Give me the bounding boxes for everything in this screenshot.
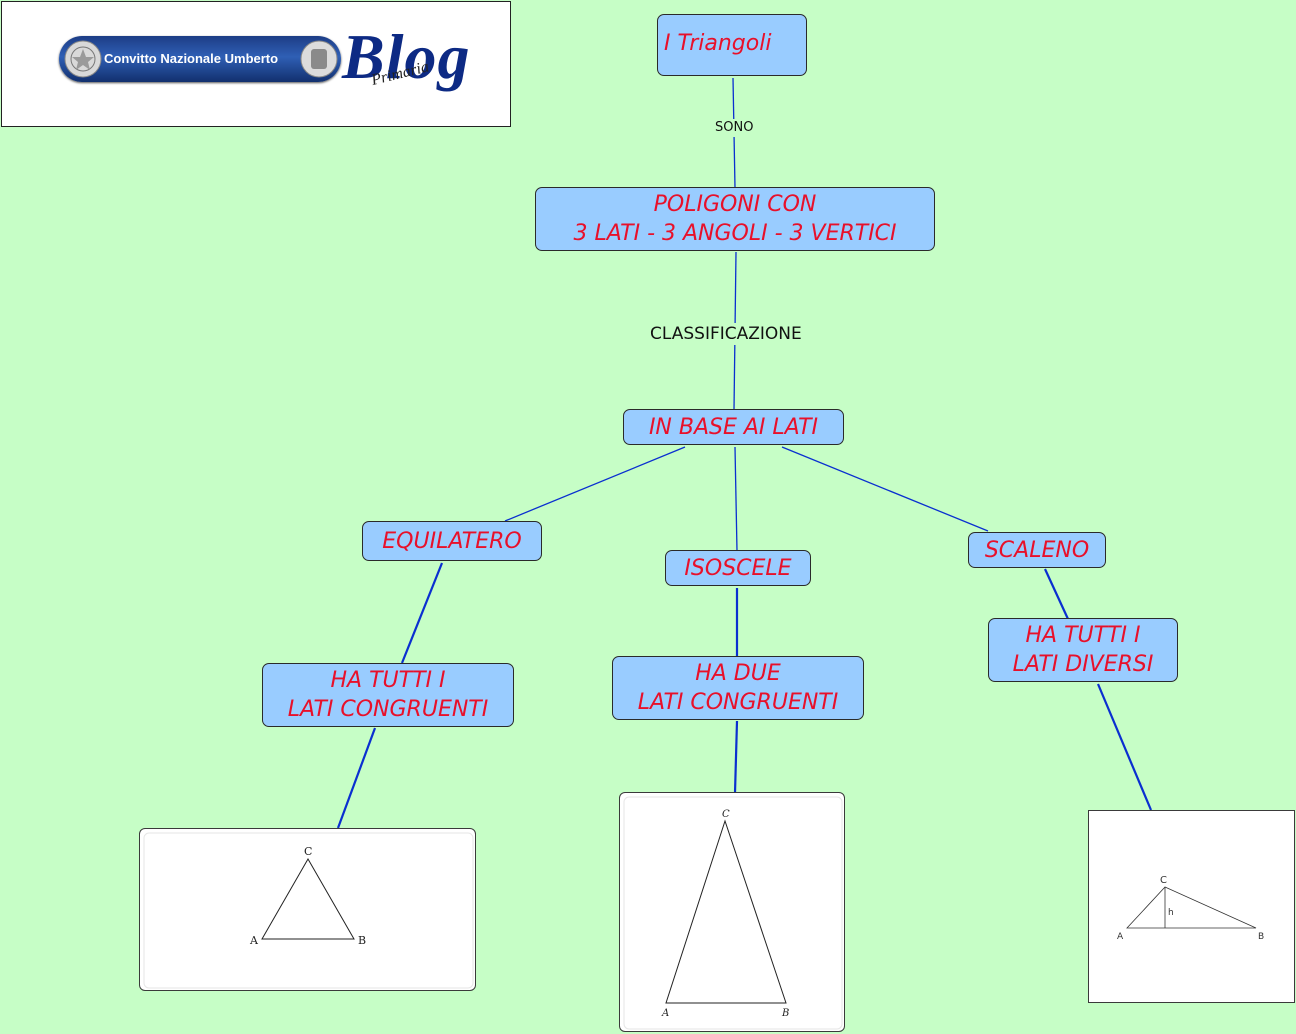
node-isosceles-desc[interactable]: HA DUE LATI CONGRUENTI bbox=[612, 656, 864, 720]
logo-institution-name: Convitto Nazionale Umberto bbox=[104, 51, 279, 66]
link-label-classificazione: CLASSIFICAZIONE bbox=[647, 323, 805, 345]
scalene-triangle-figure[interactable]: C A B h bbox=[1088, 810, 1295, 1003]
node-equilateral-desc[interactable]: HA TUTTI I LATI CONGRUENTI bbox=[262, 663, 514, 727]
vertex-b-label: B bbox=[358, 934, 366, 947]
link-equilateral-figure bbox=[336, 727, 377, 829]
node-scalene[interactable]: SCALENO bbox=[968, 532, 1106, 568]
vertex-a-label: A bbox=[661, 1008, 669, 1019]
link-bysides-isosceles bbox=[734, 446, 738, 552]
vertex-b-label: B bbox=[1258, 932, 1264, 942]
link-equilateral-desc bbox=[400, 562, 444, 664]
link-label-sono: SONO bbox=[712, 119, 757, 137]
link-bysides-scalene bbox=[781, 446, 989, 532]
height-label: h bbox=[1168, 908, 1174, 918]
vertex-c-label: C bbox=[722, 809, 730, 820]
node-polygons[interactable]: POLIGONI CON 3 LATI - 3 ANGOLI - 3 VERTI… bbox=[535, 187, 935, 251]
logo-blog-word: Blog bbox=[342, 21, 471, 92]
link-scalene-figure bbox=[1096, 683, 1153, 811]
emblem-icon bbox=[64, 40, 102, 78]
blog-logo[interactable]: Convitto Nazionale Umberto Blog Primaria bbox=[1, 1, 511, 127]
node-equilateral[interactable]: EQUILATERO bbox=[362, 521, 542, 561]
equilateral-triangle-drawing: C A B bbox=[143, 832, 474, 989]
node-root[interactable]: I Triangoli bbox=[657, 14, 807, 76]
vertex-a-label: A bbox=[1117, 932, 1124, 942]
node-by-sides[interactable]: IN BASE AI LATI bbox=[623, 409, 844, 445]
logo-banner-pill bbox=[59, 36, 341, 82]
isosceles-triangle-drawing: C A B bbox=[623, 796, 843, 1030]
node-isosceles[interactable]: ISOSCELE bbox=[665, 550, 811, 586]
vertex-c-label: C bbox=[304, 845, 312, 858]
link-bysides-equilateral bbox=[504, 446, 686, 522]
crest-icon bbox=[300, 40, 338, 78]
vertex-c-label: C bbox=[1160, 875, 1167, 886]
equilateral-triangle-figure[interactable]: C A B bbox=[139, 828, 476, 991]
node-scalene-desc[interactable]: HA TUTTI I LATI DIVERSI bbox=[988, 618, 1178, 682]
isosceles-triangle-figure[interactable]: C A B bbox=[619, 792, 845, 1032]
link-scalene-desc bbox=[1044, 568, 1069, 620]
vertex-b-label: B bbox=[781, 1008, 789, 1019]
vertex-a-label: A bbox=[249, 934, 259, 947]
scalene-triangle-drawing: C A B h bbox=[1117, 875, 1264, 942]
link-isosceles-figure bbox=[733, 720, 739, 794]
